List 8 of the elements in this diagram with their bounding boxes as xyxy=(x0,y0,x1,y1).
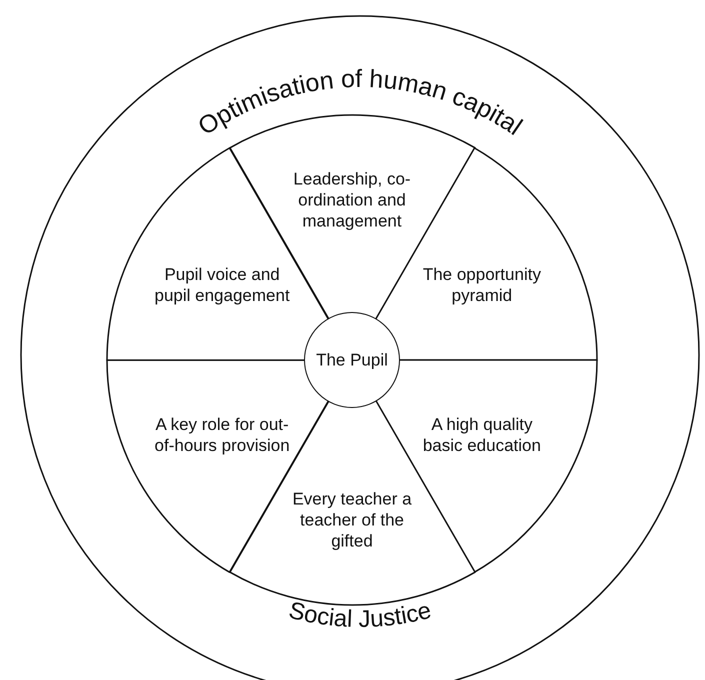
sector-label: Leadership, co-ordination and management xyxy=(292,168,412,232)
sector-label: The opportunity pyramid xyxy=(422,264,542,306)
ring-label: Social Justice xyxy=(286,596,434,634)
sector-label: A key role for out-of-hours provision xyxy=(154,414,291,456)
sector-label: Pupil voice and pupil engagement xyxy=(154,264,291,306)
sector-label: A high quality basic education xyxy=(422,414,542,456)
center-label: The Pupil xyxy=(315,350,389,370)
sector-label: Every teacher a teacher of the gifted xyxy=(291,488,413,552)
